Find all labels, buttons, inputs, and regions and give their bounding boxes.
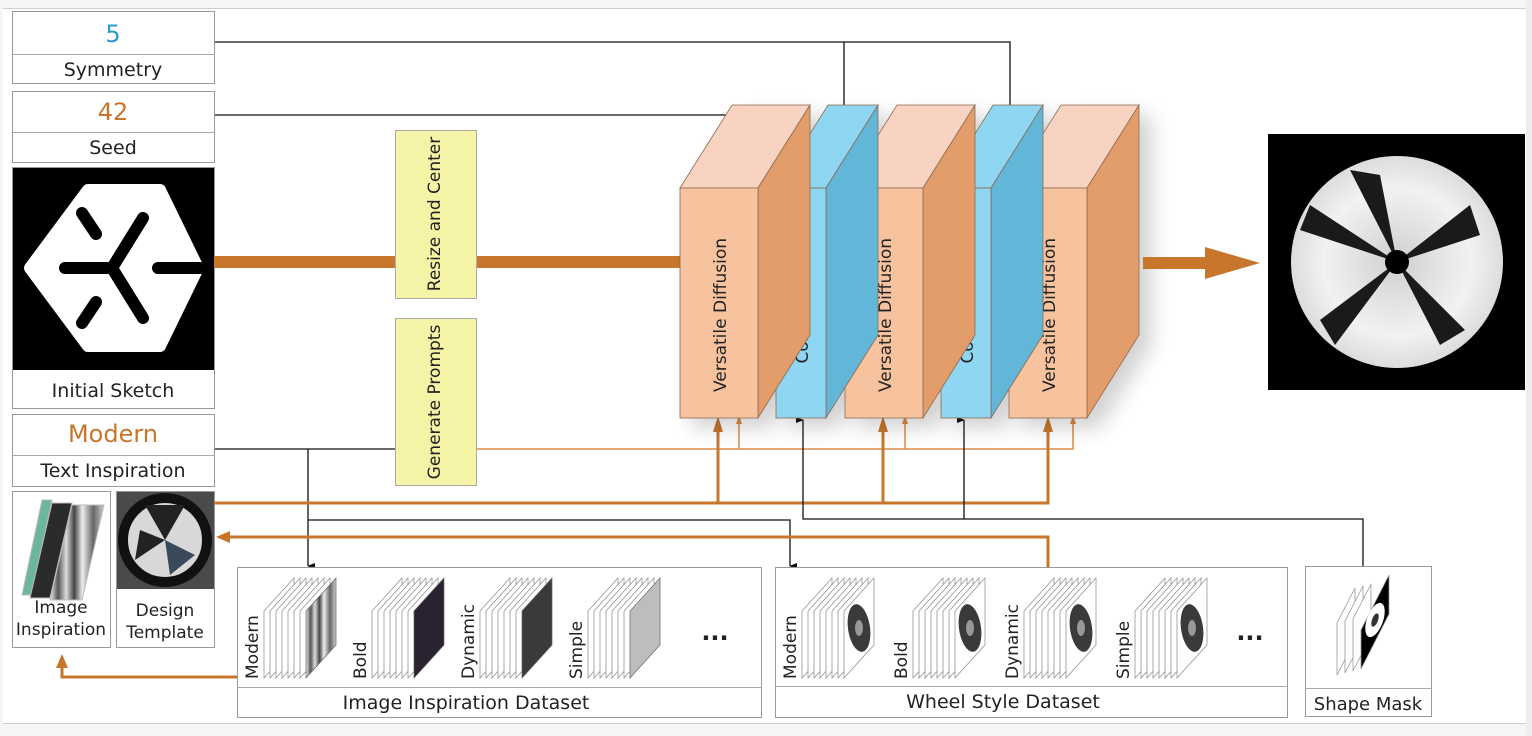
resize-and-center-step[interactable]: Resize and Center	[395, 130, 477, 299]
dataset-category-label: Dynamic	[1003, 604, 1023, 679]
initial-sketch-label: Initial Sketch	[52, 380, 175, 402]
seed-label: Seed	[89, 137, 137, 159]
dataset-category-label: Simple	[567, 621, 587, 679]
dataset-category-simple[interactable]: Simple	[567, 577, 661, 679]
generate-prompts-step[interactable]: Generate Prompts	[395, 318, 477, 486]
seed-input[interactable]: 42 Seed	[12, 91, 215, 163]
dataset-category-label: Simple	[1114, 621, 1134, 679]
dataset-category-modern[interactable]: Modern	[781, 577, 875, 679]
image-inspiration-panel[interactable]: Image Inspiration	[12, 491, 111, 648]
dataset-category-simple[interactable]: Simple	[1114, 577, 1208, 679]
shape-mask-dataset[interactable]: Shape Mask	[1305, 566, 1432, 717]
design-template-panel[interactable]: Design Template	[116, 491, 215, 648]
initial-sketch-panel[interactable]: Initial Sketch	[12, 167, 215, 409]
scrollbar-track	[1526, 0, 1532, 736]
text-inspiration-input[interactable]: Modern Text Inspiration	[12, 414, 215, 487]
image-dataset-more: ...	[701, 618, 728, 646]
image-inspiration-connector	[214, 416, 1053, 505]
image-inspiration-dataset[interactable]: Modern Bold Dynamic Simple ... Image Inspir…	[237, 567, 762, 718]
dataset-category-label: Modern	[243, 615, 263, 679]
generated-wheel-output	[1268, 134, 1525, 390]
wheel-style-dataset[interactable]: Modern Bold Dynamic Simple ... Wheel Style …	[775, 567, 1288, 718]
prompt-connector	[477, 415, 1076, 450]
wheel-spokes	[1300, 170, 1480, 345]
dataset-sample-image	[521, 577, 553, 679]
shape-mask-title: Shape Mask	[1314, 694, 1423, 715]
dataset-category-dynamic[interactable]: Dynamic	[1003, 577, 1097, 679]
image-inspiration-thumbnails	[21, 499, 105, 601]
dataset-category-label: Bold	[892, 641, 912, 679]
symmetry-input[interactable]: 5 Symmetry	[12, 11, 215, 84]
wheel-dataset-more: ...	[1236, 618, 1263, 646]
shape-mask-connector	[796, 417, 1364, 566]
dataset-sample-image	[629, 577, 661, 679]
image-inspiration-label-1: Image	[34, 598, 87, 618]
block-label: Versatile Diffusion	[711, 238, 731, 392]
image-dataset-title: Image Inspiration Dataset	[343, 692, 590, 714]
symmetry-label: Symmetry	[64, 59, 163, 81]
dataset-sample-image	[413, 577, 445, 679]
dataset-category-modern[interactable]: Modern	[243, 577, 337, 679]
wheel-style-to-template-connector	[216, 531, 1050, 568]
block-front-face	[679, 187, 759, 419]
dataset-category-label: Modern	[781, 615, 801, 679]
seed-value: 42	[98, 98, 129, 126]
design-template-label-1: Design	[136, 601, 195, 621]
symmetry-value: 5	[105, 20, 120, 48]
block-label: Versatile Diffusion	[1040, 238, 1060, 392]
text-inspiration-value: Modern	[68, 420, 158, 448]
design-template-label-2: Template	[125, 623, 204, 643]
text-inspiration-label: Text Inspiration	[39, 460, 185, 482]
sketch-hexagon-icon	[24, 184, 206, 352]
wheel-dataset-title: Wheel Style Dataset	[906, 691, 1100, 713]
output-arrow	[1143, 247, 1260, 279]
dataset-sample-image	[305, 577, 337, 679]
resize-and-center-label: Resize and Center	[425, 137, 445, 291]
dataset-category-label: Dynamic	[459, 604, 479, 679]
pipeline-block-versatile-diffusion[interactable]: Versatile Diffusion	[679, 103, 811, 420]
image-inspiration-label-2: Inspiration	[16, 620, 106, 640]
block-label: Versatile Diffusion	[876, 238, 896, 392]
pipeline-blocks: Versatile DiffusionConstraintsVersatile …	[679, 103, 1140, 420]
generate-prompts-label: Generate Prompts	[425, 325, 445, 480]
text-inspiration-connector	[215, 448, 797, 569]
dataset-category-bold[interactable]: Bold	[892, 577, 986, 679]
dataset-category-bold[interactable]: Bold	[351, 577, 445, 679]
dataset-to-image-inspiration-connector	[56, 654, 238, 679]
dataset-category-label: Bold	[351, 641, 371, 679]
dataset-category-dynamic[interactable]: Dynamic	[459, 577, 553, 679]
shape-mask-stack	[1336, 574, 1390, 676]
